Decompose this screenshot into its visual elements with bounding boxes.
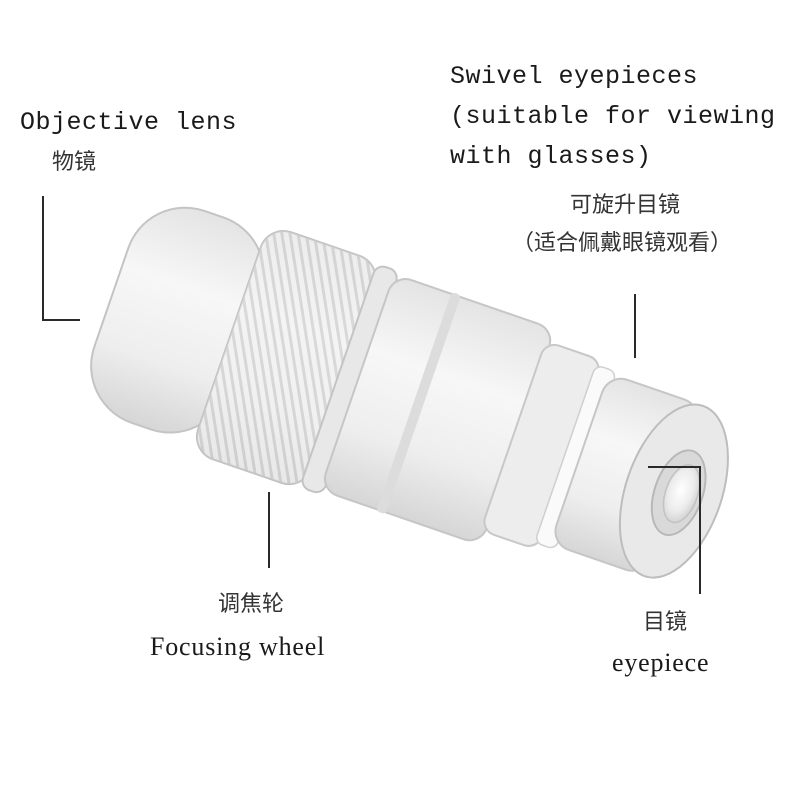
focus-leader [268,492,270,568]
swivel-eyepieces-label-en-3: with glasses) [450,142,652,171]
focusing-wheel-label-en: Focusing wheel [150,632,326,661]
objective-lens-label-zh: 物镜 [52,150,97,175]
eyepiece-label-en: eyepiece [612,648,710,677]
eyepiece-leader-horizontal [648,466,700,468]
objective-lens-label-en: Objective lens [20,108,238,137]
objective-leader-horizontal [42,319,80,321]
eyepiece-leader-vertical [699,466,701,594]
eyepiece-lens [662,464,701,524]
eyepiece-label-zh: 目镜 [643,610,688,635]
swivel-leader [634,294,636,358]
objective-leader-vertical [42,196,44,320]
swivel-eyepieces-label-zh-1: 可旋升目镜 [570,193,681,218]
swivel-eyepieces-label-en-1: Swivel eyepieces [450,62,699,91]
focusing-wheel-label-zh: 调焦轮 [218,592,285,617]
swivel-eyepieces-label-en-2: (suitable for viewing [450,102,776,131]
swivel-eyepieces-label-zh-2: （适合佩戴眼镜观看） [512,231,733,256]
